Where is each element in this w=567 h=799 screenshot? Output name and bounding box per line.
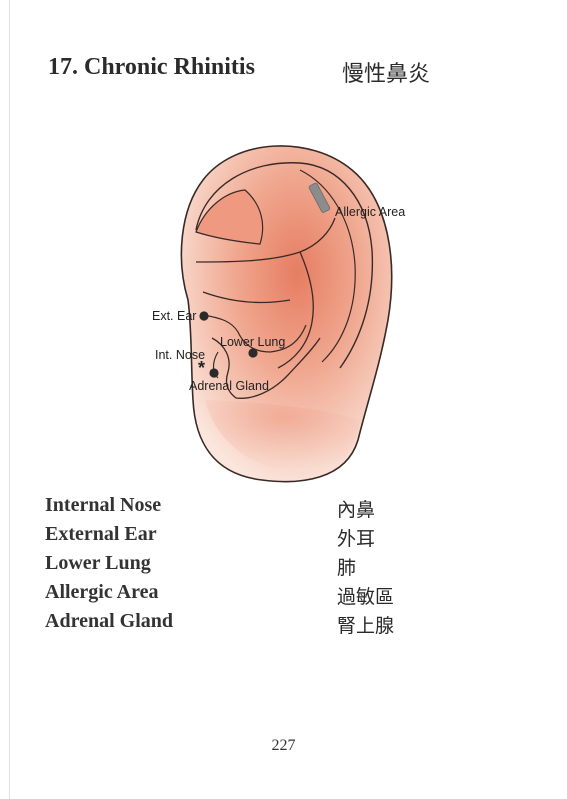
point-name-chinese: 外耳	[337, 528, 376, 550]
list-item: Internal Nose 內鼻	[45, 494, 525, 523]
point-name-chinese: 內鼻	[337, 499, 376, 521]
list-item: External Ear 外耳	[45, 523, 525, 552]
tragus	[211, 337, 321, 399]
page-number: 227	[271, 737, 296, 754]
lower-lung-point	[248, 348, 258, 358]
point-name-english: Internal Nose	[45, 494, 162, 516]
allergic-area-label: Allergic Area	[335, 205, 405, 219]
antihelix-crus	[195, 217, 336, 263]
point-name-english: Allergic Area	[45, 581, 159, 603]
point-name-chinese: 腎上腺	[337, 615, 395, 637]
ext-ear-point	[199, 311, 209, 321]
list-item: Lower Lung 肺	[45, 552, 525, 581]
helix-crus	[202, 291, 291, 304]
scapha-line	[299, 169, 356, 363]
acupoint-list: Internal Nose 內鼻 External Ear 外耳 Lower L…	[45, 494, 525, 639]
page-edge-line	[9, 0, 10, 799]
int-nose-label: Int. Nose	[155, 348, 205, 362]
ear-lobe	[205, 400, 360, 472]
antihelix-body	[277, 251, 314, 369]
concha-edge	[202, 314, 307, 353]
adrenal-gland-label: Adrenal Gland	[189, 379, 269, 393]
ext-ear-label: Ext. Ear	[152, 309, 196, 323]
triangular-fossa	[195, 189, 264, 245]
lower-lung-label: Lower Lung	[220, 335, 285, 349]
list-item: Adrenal Gland 腎上腺	[45, 610, 525, 639]
point-name-english: Lower Lung	[45, 552, 151, 574]
adrenal-gland-point	[209, 368, 219, 378]
point-name-english: External Ear	[45, 523, 157, 545]
page-title-chinese: 慢性鼻炎	[342, 62, 431, 87]
page-title: 17. Chronic Rhinitis	[48, 54, 255, 80]
int-nose-asterisk: *	[198, 358, 205, 378]
point-name-chinese: 過敏區	[337, 586, 395, 608]
allergic-area-marker	[308, 182, 331, 213]
helix-rim	[195, 162, 374, 369]
point-name-chinese: 肺	[337, 557, 357, 579]
point-name-english: Adrenal Gland	[45, 610, 173, 632]
list-item: Allergic Area 過敏區	[45, 581, 525, 610]
